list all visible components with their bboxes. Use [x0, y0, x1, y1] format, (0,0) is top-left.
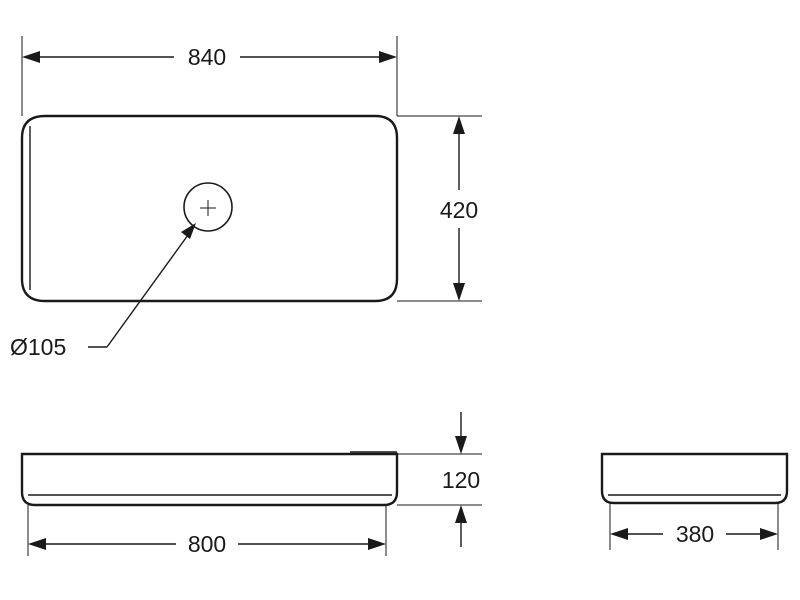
height-arrow-bottom: [455, 505, 467, 523]
top-depth-label: 420: [440, 197, 478, 223]
side-view: 380: [600, 452, 789, 550]
width-arrow-left: [22, 51, 40, 63]
side-width-arrow-left: [610, 528, 628, 540]
drain-leader-arrow: [181, 223, 196, 239]
height-arrow-top: [455, 436, 467, 454]
depth-arrow-top: [453, 116, 465, 134]
depth-arrow-bottom: [453, 283, 465, 301]
front-width-label: 800: [188, 531, 226, 557]
width-arrow-right: [379, 51, 397, 63]
top-view: Ø105 840 420: [10, 36, 482, 360]
front-width-arrow-left: [28, 538, 46, 550]
drain-leader-diagonal: [106, 234, 189, 348]
basin-top-outline: [20, 114, 399, 303]
drain-hole: [183, 182, 233, 232]
basin-side-outline: [600, 452, 789, 505]
front-height-label: 120: [442, 467, 480, 493]
top-width-label: 840: [188, 44, 226, 70]
basin-front-outline: [20, 452, 399, 507]
front-view: 120 800: [20, 412, 482, 557]
side-width-arrow-right: [760, 528, 778, 540]
drain-diameter-label: Ø105: [10, 334, 66, 360]
side-width-label: 380: [676, 521, 714, 547]
front-width-arrow-right: [368, 538, 386, 550]
